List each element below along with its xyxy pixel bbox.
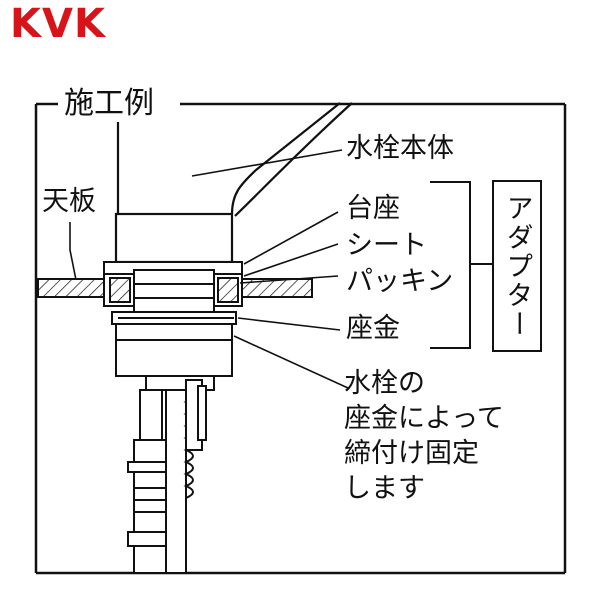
washer-label: 座金 [346,313,400,344]
leader-lines [69,149,349,389]
packing-label: パッキン [346,266,454,297]
faucet-body-label: 水栓本体 [346,133,454,164]
faucet-body [114,102,353,264]
frame-border [34,102,567,575]
installation-note: 水栓の 座金によって 締付け固定 します [344,366,504,506]
note-line: 締付け固定 [344,438,479,469]
base-label: 台座 [346,193,400,224]
sheet-label: シート [346,230,427,261]
adapter-label: アダプター [501,193,533,339]
hose-assembly [127,375,215,574]
countertop-label: 天板 [42,186,96,217]
adapter-base [103,261,243,313]
kvk-logo: KVK [10,1,106,47]
adapter-label-box: アダプター [492,180,542,352]
note-line: 水栓の [344,368,425,399]
washer-part [111,311,237,377]
note-line: 座金によって [344,403,504,434]
note-line: します [344,473,425,504]
adapter-bracket [430,181,492,349]
diagram-title: 施工例 [58,86,160,122]
